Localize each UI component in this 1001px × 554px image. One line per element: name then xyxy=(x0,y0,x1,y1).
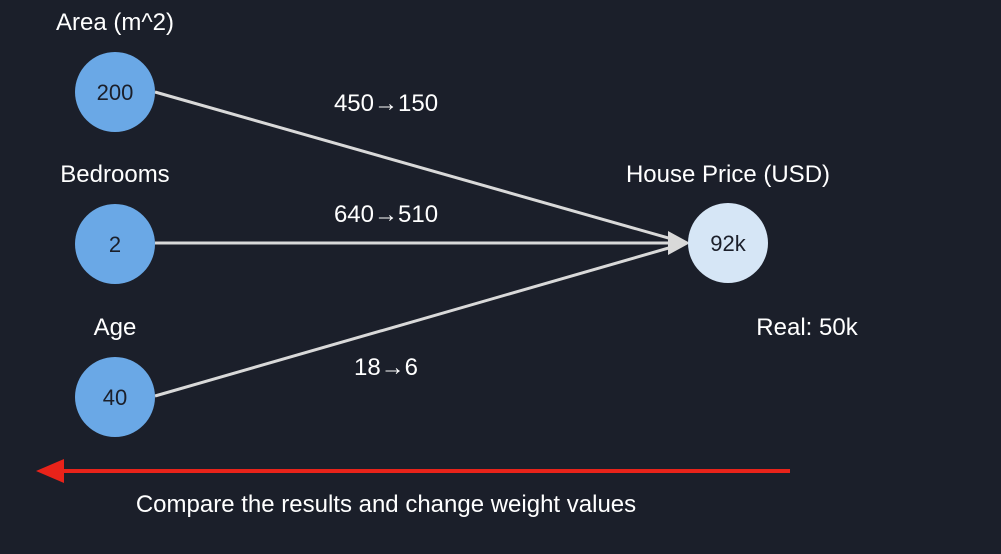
input-node-area xyxy=(75,52,155,132)
output-label: House Price (USD) xyxy=(626,161,830,188)
edge-arrowhead xyxy=(668,231,690,255)
input-label-age: Age xyxy=(94,314,137,341)
input-label-area: Area (m^2) xyxy=(56,9,174,36)
input-value-age: 40 xyxy=(103,385,127,410)
edge-age-to-price xyxy=(154,241,687,398)
backpropagation-arrow-head xyxy=(36,459,64,483)
edge-area-to-price xyxy=(154,90,687,245)
output-value: 92k xyxy=(710,231,746,256)
input-node-bedrooms xyxy=(75,204,155,284)
weight-label-age: 18→6 xyxy=(354,354,418,381)
real-value-label: Real: 50k xyxy=(756,314,858,341)
input-label-bedrooms: Bedrooms xyxy=(60,161,169,188)
input-value-area: 200 xyxy=(97,80,134,105)
input-node-age xyxy=(75,357,155,437)
caption: Compare the results and change weight va… xyxy=(136,491,636,518)
input-value-bedrooms: 2 xyxy=(109,232,121,257)
output-node xyxy=(688,203,768,283)
weight-label-area: 450→150 xyxy=(334,90,438,117)
weight-label-bedrooms: 640→510 xyxy=(334,201,438,228)
